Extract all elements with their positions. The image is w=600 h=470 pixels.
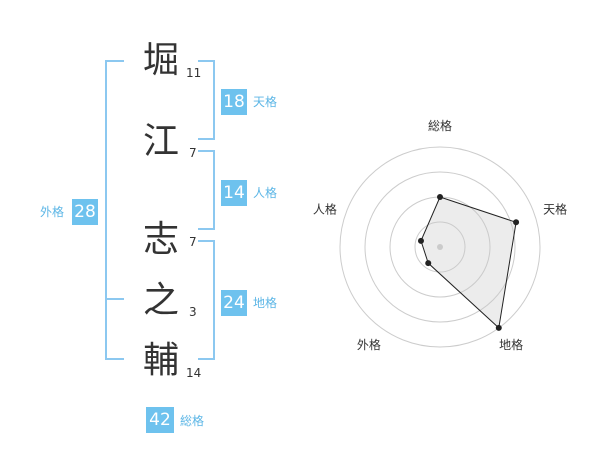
stroke-count-2: 7 xyxy=(189,146,197,160)
stroke-count-3: 7 xyxy=(189,235,197,249)
gaikaku-label: 外格 xyxy=(40,205,65,219)
chikaku-label: 地格 xyxy=(253,296,278,310)
name-char-2: 江 xyxy=(142,121,179,162)
chikaku-bracket xyxy=(198,240,215,360)
radar-axis-label-1: 総格 xyxy=(428,118,452,133)
name-char-5: 輔 xyxy=(142,340,179,381)
radar-area xyxy=(420,196,517,329)
radar-ring-4 xyxy=(339,146,541,348)
tenkaku-label: 天格 xyxy=(253,95,278,109)
radar-point-1 xyxy=(437,194,443,200)
soukaku-label: 総格 xyxy=(180,414,205,428)
radar-axis-label-5: 人格 xyxy=(313,202,337,217)
soukaku-score: 42 xyxy=(146,407,174,433)
radar-ring-3 xyxy=(364,171,516,323)
radar-axis-label-3: 地格 xyxy=(499,337,523,352)
jinkaku-bracket xyxy=(198,150,215,230)
radar-center-dot xyxy=(437,244,443,250)
jinkaku-score: 14 xyxy=(221,180,247,206)
stroke-count-5: 14 xyxy=(186,366,202,380)
gaikaku-bracket xyxy=(105,60,124,360)
radar-point-5 xyxy=(417,237,424,244)
radar-axis-label-2: 天格 xyxy=(543,202,567,217)
radar-point-3 xyxy=(495,324,502,331)
stroke-count-1: 11 xyxy=(186,66,202,80)
radar-axis-label-4: 外格 xyxy=(357,337,381,352)
name-char-4: 之 xyxy=(142,280,179,321)
chikaku-score: 24 xyxy=(221,290,247,316)
radar-ring-1 xyxy=(414,221,466,273)
gaikaku-split-tick xyxy=(105,298,124,300)
radar-point-2 xyxy=(513,219,520,226)
tenkaku-score: 18 xyxy=(221,89,247,115)
stroke-count-4: 3 xyxy=(189,305,197,319)
gaikaku-score: 28 xyxy=(72,199,98,225)
tenkaku-bracket xyxy=(198,60,215,140)
jinkaku-label: 人格 xyxy=(253,186,278,200)
name-char-1: 堀 xyxy=(142,40,179,81)
radar-polygon xyxy=(420,196,517,329)
name-char-3: 志 xyxy=(142,219,179,260)
radar-point-4 xyxy=(425,260,432,267)
radar-points xyxy=(417,194,520,331)
